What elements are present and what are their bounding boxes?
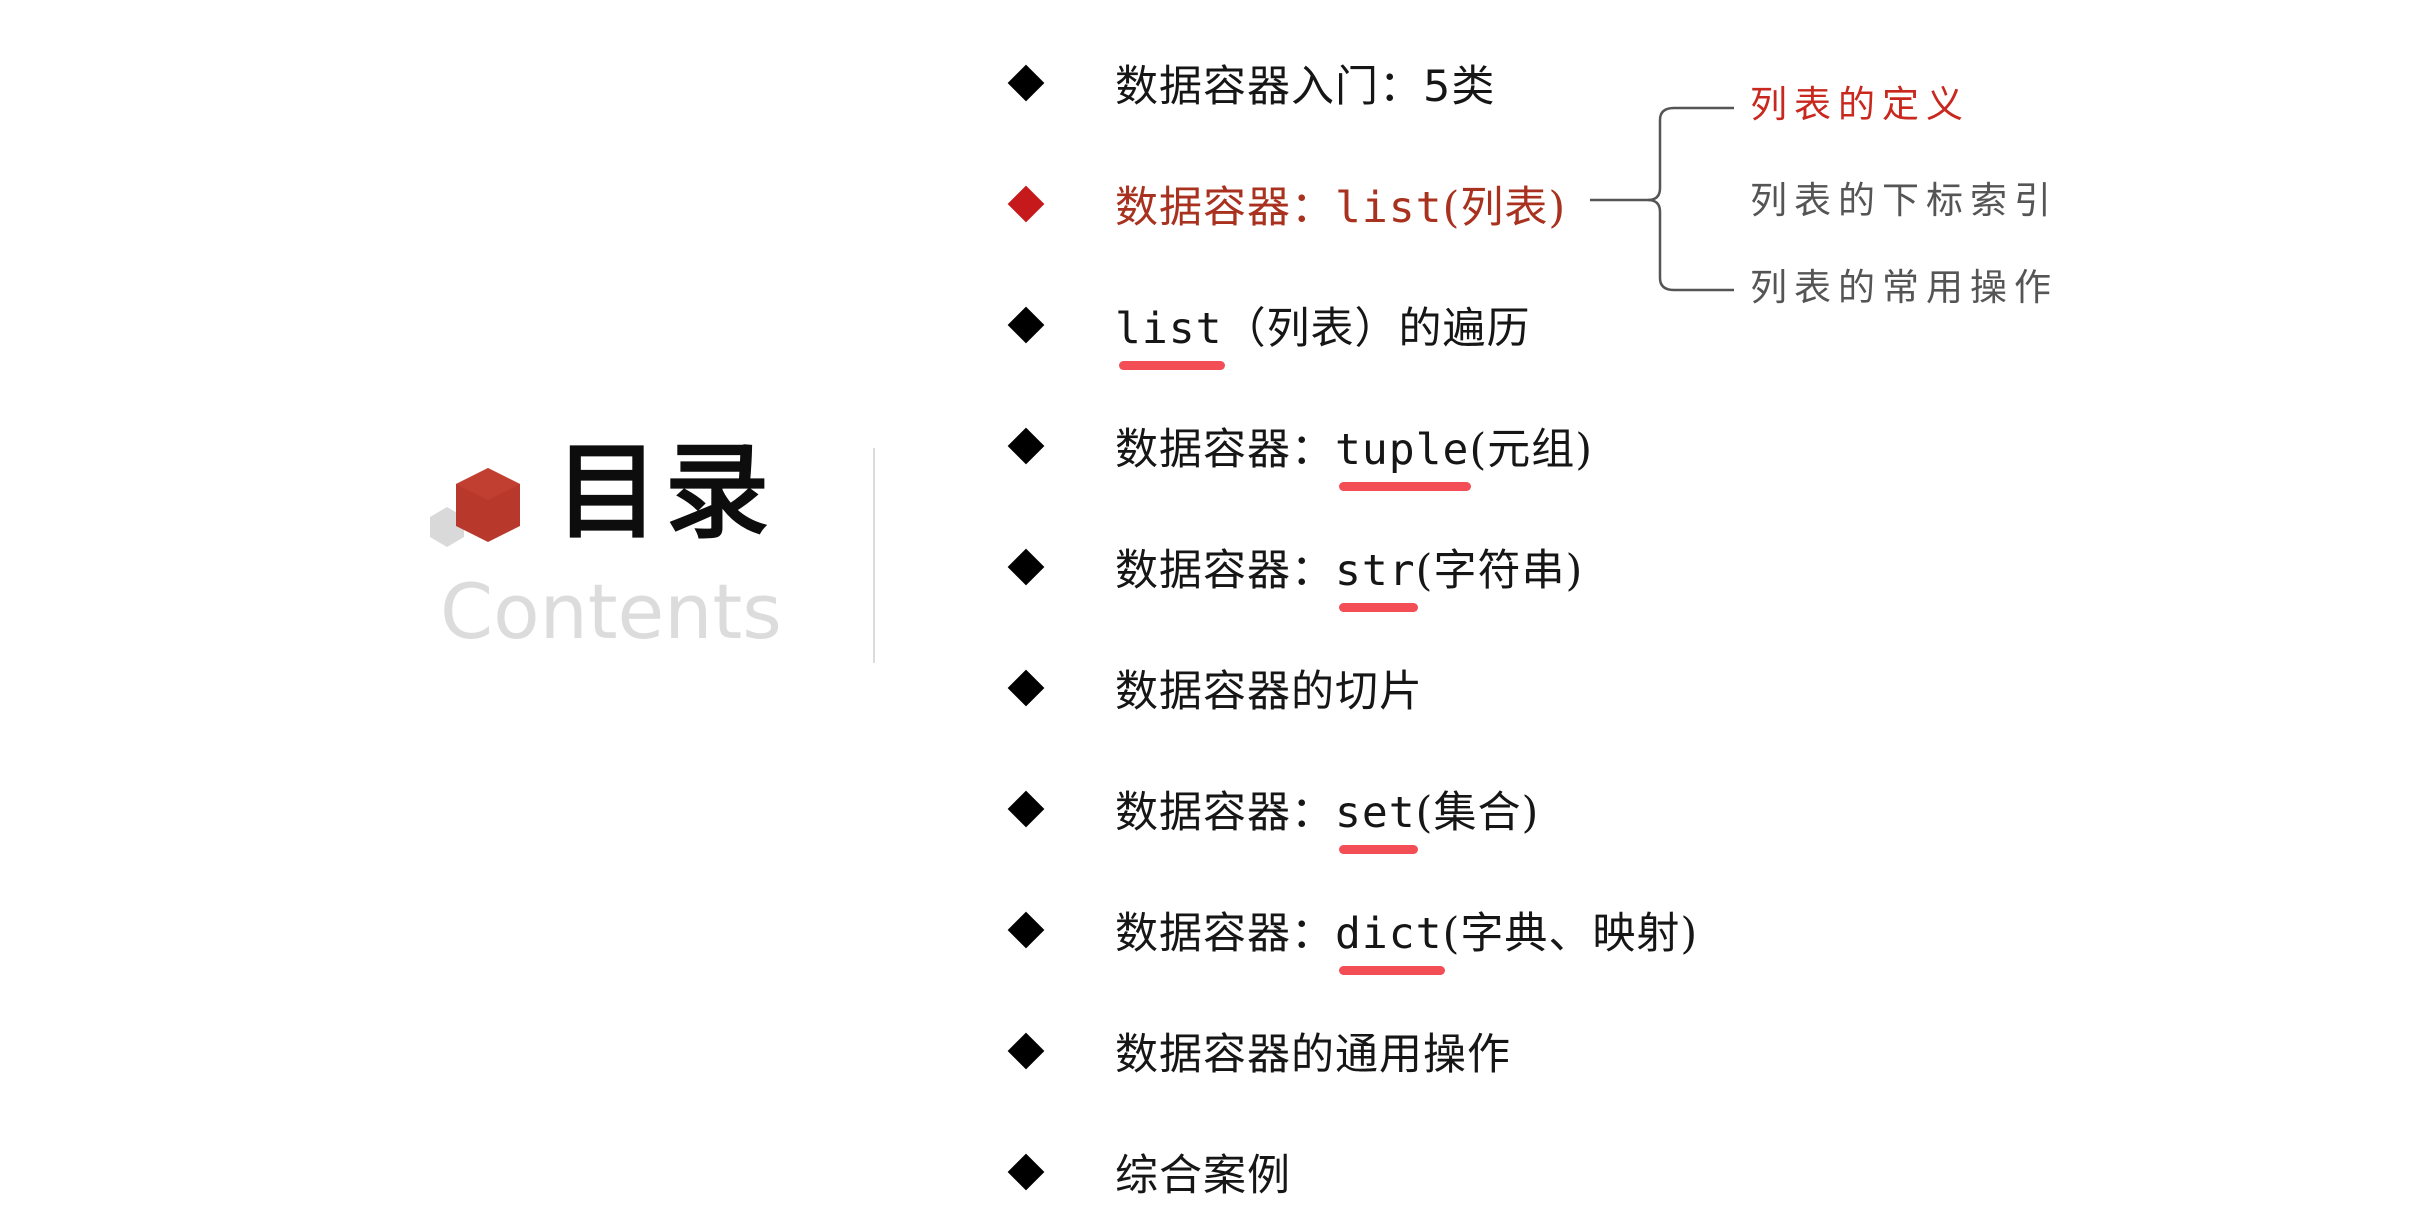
keyword-underline: str	[1335, 546, 1418, 612]
keyword-underline: dict	[1335, 909, 1445, 975]
page-title: 目录	[555, 430, 776, 553]
hexagon-cube-logo	[430, 468, 520, 547]
toc-item-label: 数据容器：str(字符串)	[1115, 546, 1584, 612]
diamond-bullet-icon	[1007, 1153, 1045, 1191]
toc-item-6[interactable]: 数据容器的切片	[1007, 658, 1423, 718]
toc-item-label: 数据容器：list(列表)	[1115, 183, 1567, 233]
toc-item-2-active[interactable]: 数据容器：list(列表)	[1007, 174, 1567, 234]
curly-brace-connector	[1590, 106, 1734, 292]
toc-item-3[interactable]: list（列表）的遍历	[1007, 295, 1531, 370]
subtopic-list-operations[interactable]: 列表的常用操作	[1750, 266, 2058, 309]
toc-item-8[interactable]: 数据容器：dict(字典、映射)	[1007, 900, 1699, 975]
toc-item-label: list（列表）的遍历	[1115, 304, 1531, 370]
toc-item-label: 数据容器：tuple(元组)	[1115, 425, 1594, 491]
toc-item-9[interactable]: 数据容器的通用操作	[1007, 1021, 1511, 1081]
toc-item-label: 数据容器：set(集合)	[1115, 788, 1540, 854]
toc-item-label: 综合案例	[1115, 1151, 1291, 1201]
keyword-underline: list	[1115, 304, 1225, 370]
diamond-bullet-icon	[1007, 790, 1045, 828]
toc-item-label: 数据容器：dict(字典、映射)	[1115, 909, 1699, 975]
toc-item-10[interactable]: 综合案例	[1007, 1142, 1291, 1202]
subtopic-list-index[interactable]: 列表的下标索引	[1750, 179, 2058, 222]
keyword-underline: tuple	[1335, 425, 1472, 491]
keyword-underline: set	[1335, 788, 1418, 854]
diamond-bullet-icon	[1007, 64, 1045, 102]
subtopic-list-definition[interactable]: 列表的定义	[1750, 83, 1970, 126]
diamond-bullet-icon	[1007, 1032, 1045, 1070]
diamond-bullet-icon	[1007, 185, 1045, 223]
toc-item-label: 数据容器的通用操作	[1115, 1030, 1511, 1080]
diamond-bullet-icon	[1007, 911, 1045, 949]
toc-item-5[interactable]: 数据容器：str(字符串)	[1007, 537, 1584, 612]
toc-item-1[interactable]: 数据容器入门：5类	[1007, 53, 1496, 113]
toc-item-4[interactable]: 数据容器：tuple(元组)	[1007, 416, 1594, 491]
toc-item-label: 数据容器入门：5类	[1115, 62, 1496, 112]
vertical-divider	[873, 448, 875, 663]
diamond-bullet-icon	[1007, 548, 1045, 586]
diamond-bullet-icon	[1007, 306, 1045, 344]
diamond-bullet-icon	[1007, 669, 1045, 707]
toc-item-label: 数据容器的切片	[1115, 667, 1423, 717]
diamond-bullet-icon	[1007, 427, 1045, 465]
page-subtitle: Contents	[440, 567, 782, 656]
toc-item-7[interactable]: 数据容器：set(集合)	[1007, 779, 1540, 854]
